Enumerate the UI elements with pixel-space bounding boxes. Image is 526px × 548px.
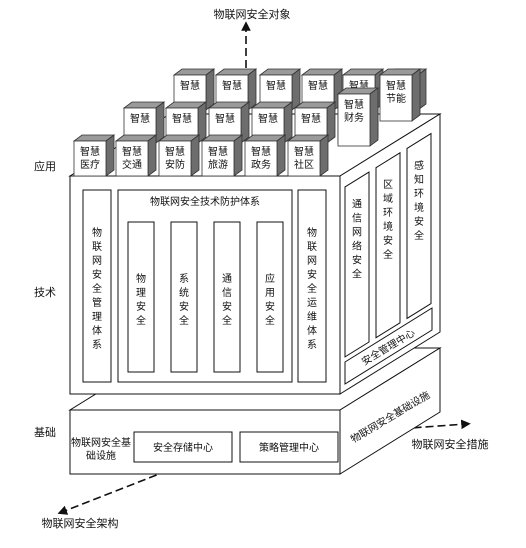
server-front <box>379 74 413 122</box>
server-app-box: 智慧交通 <box>114 134 158 177</box>
foundation-front-label: 物联网安全基础设施 <box>71 436 131 462</box>
server-label: 智慧 <box>215 112 235 125</box>
server-label: 智慧 <box>180 79 200 92</box>
server-label: 智慧社区 <box>294 145 314 171</box>
side-item-label: 通信网络安全 <box>352 198 362 280</box>
server-label: 智慧旅游 <box>208 145 228 171</box>
server-label: 智慧 <box>308 79 328 92</box>
server-side <box>319 134 329 177</box>
server-label: 智慧节能 <box>386 79 406 105</box>
server-label: 智慧 <box>172 112 192 125</box>
policy-center-box <box>239 431 339 463</box>
objects-axis-label: 物联网安全对象 <box>214 7 291 21</box>
server-label: 智慧 <box>266 79 286 92</box>
side-item-box <box>344 171 370 358</box>
protection-items: 物理安全 系统安全 通信安全 应用安全 <box>127 221 284 373</box>
management-system-box <box>82 189 112 383</box>
server-side <box>190 134 200 177</box>
server-side <box>276 134 286 177</box>
server-app-box: 智慧财务 <box>336 87 380 147</box>
server-front <box>337 93 371 147</box>
server-label: 智慧交通 <box>122 145 142 171</box>
layer-label-foundation: 基础 <box>34 426 56 439</box>
side-item: 感知环境安全 <box>406 132 432 320</box>
server-front <box>287 140 321 177</box>
protection-item-box <box>213 221 241 373</box>
server-front <box>201 140 235 177</box>
side-item: 通信网络安全 <box>344 171 370 358</box>
server-side <box>205 68 215 111</box>
protection-item-label: 应用安全 <box>265 272 275 327</box>
side-item-box <box>375 151 401 339</box>
application-servers: 智慧智慧智慧智慧智慧智慧智慧智慧智慧智慧智慧智慧智慧财务智慧节能智慧医疗智慧交通… <box>72 68 428 177</box>
server-app-box: 智慧节能 <box>378 68 422 122</box>
protection-system-title: 物联网安全技术防护体系 <box>150 195 260 208</box>
server-side <box>105 134 115 177</box>
side-item: 区域环境安全 <box>375 151 401 339</box>
server-side <box>291 68 301 111</box>
management-system-label: 物联网安全管理体系 <box>92 226 102 351</box>
operation-system-label: 物联网安全运维体系 <box>307 226 317 351</box>
measures-axis-label: 物联网安全措施 <box>412 437 489 451</box>
protection-item-box <box>127 221 155 373</box>
server-label: 智慧医疗 <box>80 145 100 171</box>
server-label: 智慧 <box>222 79 242 92</box>
protection-item-box <box>170 221 198 373</box>
server-side <box>155 101 165 144</box>
architecture-axis-label: 物联网安全架构 <box>42 516 119 530</box>
side-item-label: 感知环境安全 <box>414 159 424 242</box>
server-side <box>369 87 379 147</box>
protection-item-box <box>256 221 284 373</box>
storage-center-label: 安全存储中心 <box>153 441 213 454</box>
server-label: 智慧 <box>130 112 150 125</box>
server-app-box: 智慧旅游 <box>200 134 244 177</box>
protection-item-label: 系统安全 <box>179 273 189 327</box>
protection-item: 系统安全 <box>170 221 198 373</box>
server-front <box>73 140 107 177</box>
policy-center-label: 策略管理中心 <box>259 441 319 454</box>
server-label: 智慧政务 <box>251 145 271 171</box>
layer-label-application: 应用 <box>34 159 56 173</box>
storage-center-box <box>133 431 233 463</box>
protection-item-label: 物理安全 <box>136 272 146 327</box>
protection-item: 通信安全 <box>213 221 241 373</box>
server-label: 智慧 <box>301 112 321 125</box>
side-center-box <box>344 307 433 385</box>
server-app-box: 智慧社区 <box>286 134 330 177</box>
server-label: 智慧 <box>258 112 278 125</box>
protection-item: 物理安全 <box>127 221 155 373</box>
server-label: 智慧安防 <box>165 145 185 171</box>
server-app-box: 智慧安防 <box>157 134 201 177</box>
server-front <box>115 140 149 177</box>
protection-item: 应用安全 <box>256 221 284 373</box>
server-app-box: 智慧医疗 <box>72 134 116 177</box>
server-app-box: 智慧政务 <box>243 134 287 177</box>
side-item-box <box>406 132 432 320</box>
server-side <box>147 134 157 177</box>
side-items: 通信网络安全 区域环境安全 感知环境安全 <box>344 132 432 358</box>
server-side <box>411 68 421 122</box>
server-side <box>233 134 243 177</box>
operation-system-box <box>297 189 327 383</box>
server-front <box>158 140 192 177</box>
server-front <box>244 140 278 177</box>
side-item-label: 区域环境安全 <box>383 179 393 261</box>
layer-label-technology: 技术 <box>34 286 56 299</box>
protection-item-label: 通信安全 <box>222 273 232 327</box>
server-label: 智慧财务 <box>344 98 364 124</box>
architecture-axis <box>57 439 247 515</box>
